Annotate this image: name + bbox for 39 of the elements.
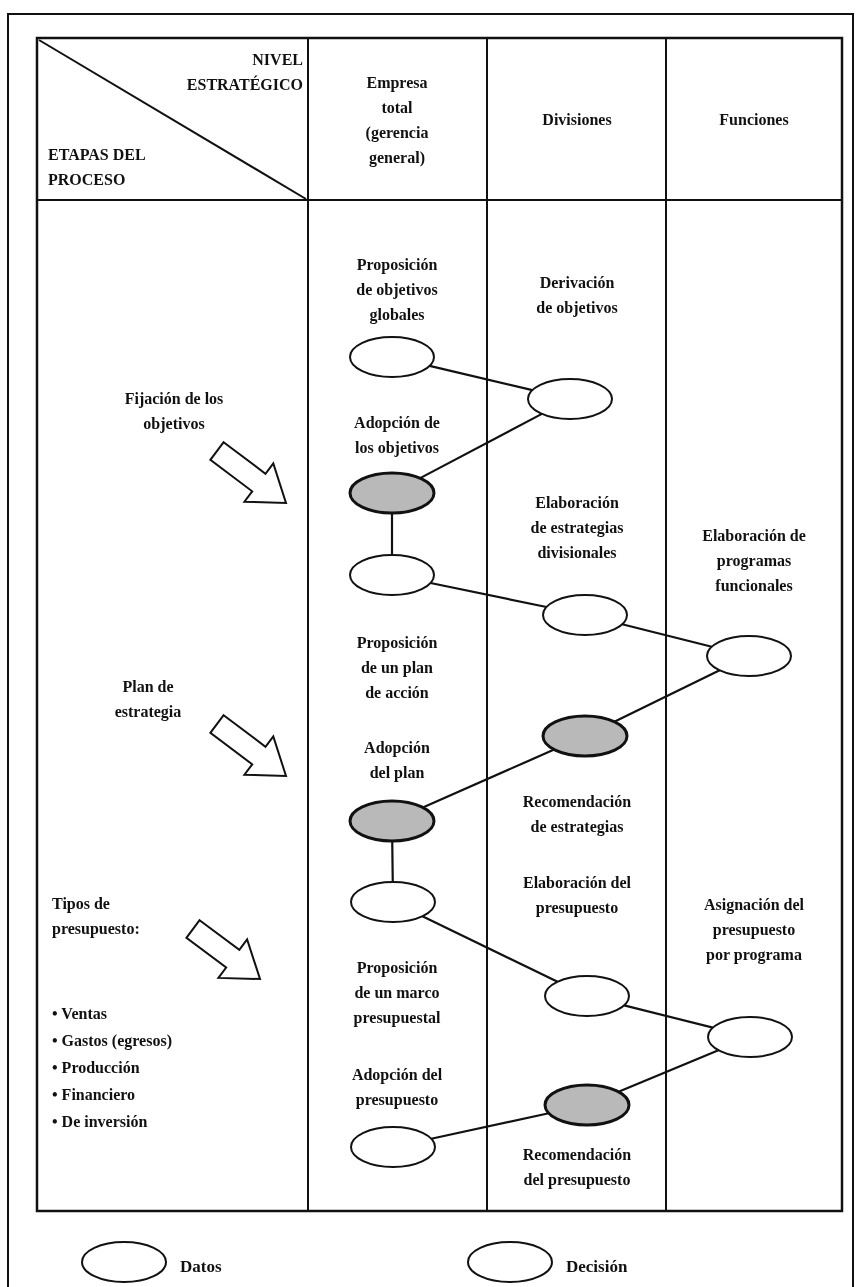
list-item: • Producción [52, 1058, 141, 1078]
column-header: Funciones [718, 110, 790, 130]
step-caption: Elaboración de estrategias divisionales [529, 493, 625, 563]
step-caption: Proposición de un marco presupuestal [352, 958, 442, 1029]
list-item: • Gastos (egresos) [52, 1031, 173, 1052]
connector-line [419, 412, 543, 480]
connector-line [618, 1049, 719, 1093]
stage-label: Fijación de los objetivos [123, 389, 225, 435]
connector-line [430, 581, 547, 609]
list-item: • Ventas [52, 1004, 108, 1024]
connector-line [623, 1004, 714, 1029]
legend-label: Decisión [566, 1256, 628, 1278]
stage-label: Plan de estrategia [113, 677, 183, 723]
connector-line [431, 1112, 549, 1140]
step-caption: Asignación del presupuesto por programa [703, 895, 805, 966]
legend-label: Datos [180, 1256, 222, 1278]
column-header: Empresa total (gerencia general) [364, 73, 430, 169]
connector-line [421, 915, 559, 983]
connector-line [422, 748, 555, 809]
step-caption: Proposición de objetivos globales [355, 255, 439, 326]
axis-heading: ETAPAS DEL PROCESO [48, 145, 146, 190]
step-caption: Elaboración de programas funcionales [701, 526, 807, 596]
step-caption: Adopción de los objetivos [353, 413, 441, 459]
step-caption: Recomendación del presupuesto [521, 1145, 633, 1191]
stage-label: Tipos de presupuesto: [52, 894, 141, 940]
step-caption: Derivación de objetivos [535, 273, 619, 319]
column-header: Divisiones [541, 110, 613, 130]
connector-line [391, 841, 394, 882]
list-item: • De inversión [52, 1112, 149, 1132]
connector-line [390, 513, 394, 555]
step-caption: Elaboración del presupuesto [522, 873, 632, 919]
connector-line [429, 364, 533, 392]
step-caption: Adopción del plan [363, 738, 431, 784]
connector-line [613, 669, 721, 723]
axis-heading: NIVEL ESTRATÉGICO [185, 50, 303, 95]
list-item: • Financiero [52, 1085, 137, 1105]
step-caption: Adopción del presupuesto [350, 1065, 444, 1111]
step-caption: Recomendación de estrategias [521, 792, 633, 838]
step-caption: Proposición de un plan de acción [355, 633, 439, 703]
